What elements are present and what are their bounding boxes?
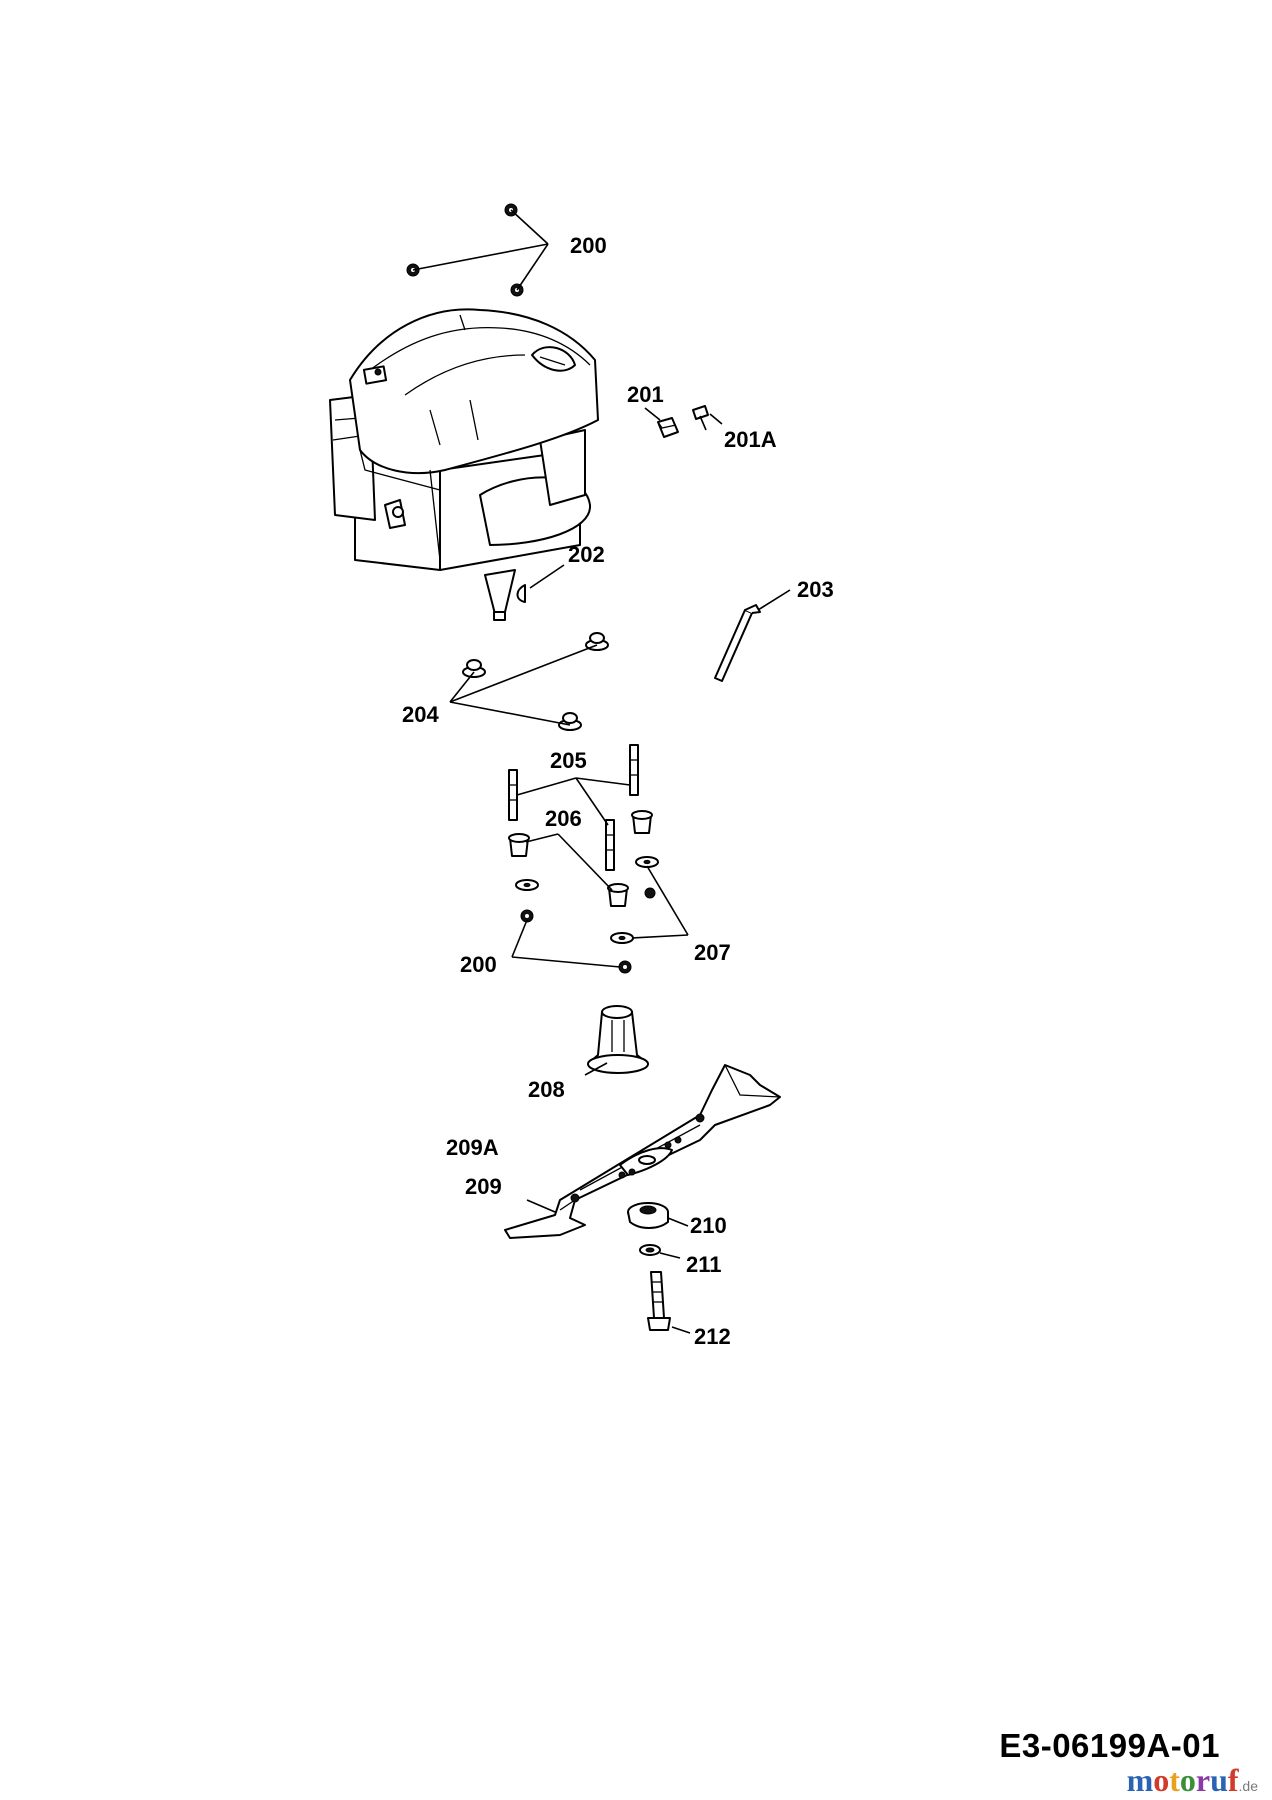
nut-200-bottom-2 (618, 960, 632, 974)
engine (329, 308, 599, 571)
spacer-206-3 (607, 883, 629, 907)
watermark-logo: motoruf.de (1127, 1762, 1258, 1799)
label-208: 208 (528, 1077, 565, 1102)
label-202: 202 (568, 542, 605, 567)
leader-205 (516, 777, 631, 826)
label-204: 204 (402, 702, 439, 727)
leader-201a (709, 413, 723, 425)
label-201: 201 (627, 382, 664, 407)
leader-212 (671, 1326, 691, 1334)
label-212: 212 (694, 1324, 731, 1349)
leader-201 (644, 407, 661, 421)
label-211: 211 (686, 1252, 722, 1277)
spacer-206-1 (508, 833, 530, 857)
watermark-letter: m (1126, 1762, 1154, 1798)
stud-205-3 (605, 819, 615, 871)
leader-203 (757, 589, 791, 611)
label-201a: 201A (724, 427, 777, 452)
leader-211 (659, 1252, 681, 1259)
watermark-domain: .de (1238, 1778, 1258, 1794)
part-202-key (516, 584, 526, 603)
label-209: 209 (465, 1174, 502, 1199)
part-202-shaft (484, 569, 516, 621)
nut-small-1 (644, 887, 656, 899)
grommet-204-1 (462, 659, 486, 678)
leader-210 (667, 1217, 689, 1227)
stud-205-1 (508, 769, 518, 821)
label-205: 205 (550, 748, 587, 773)
label-209a: 209A (446, 1135, 499, 1160)
leader-206 (525, 833, 613, 891)
part-212-bolt (647, 1271, 671, 1331)
leader-204 (449, 644, 598, 726)
label-200-bottom: 200 (460, 952, 497, 977)
watermark-brand: motoruf (1127, 1762, 1239, 1798)
part-210-nut (627, 1202, 669, 1229)
watermark-letter: t (1169, 1762, 1180, 1798)
label-210: 210 (690, 1213, 727, 1238)
watermark-letter: o (1179, 1762, 1196, 1798)
drawing-code: E3-06199A-01 (999, 1727, 1220, 1764)
label-200-top: 200 (570, 233, 607, 258)
leader-208 (584, 1062, 608, 1076)
part-201a (692, 405, 709, 431)
spacer-206-2 (631, 810, 653, 834)
washer-207-1 (635, 856, 659, 868)
label-207: 207 (694, 940, 731, 965)
watermark-letter: o (1153, 1762, 1170, 1798)
washer-1 (515, 879, 539, 891)
leader-200-top (412, 209, 549, 291)
part-209-blade (504, 1064, 781, 1239)
stud-205-2 (629, 744, 639, 796)
leader-207 (631, 865, 689, 939)
label-206: 206 (545, 806, 582, 831)
part-208-adapter (587, 1005, 649, 1074)
leader-200-bottom (511, 919, 621, 968)
watermark-letter: u (1210, 1762, 1228, 1798)
washer-207-2 (610, 932, 634, 944)
grommet-204-3 (558, 712, 582, 731)
watermark-letter: f (1227, 1762, 1239, 1798)
leader-202 (529, 564, 565, 589)
part-211-washer (639, 1244, 661, 1256)
leader-209 (526, 1199, 556, 1213)
part-201 (657, 417, 679, 438)
watermark-letter: r (1195, 1762, 1211, 1798)
part-203-rod (714, 604, 761, 682)
label-203: 203 (797, 577, 834, 602)
